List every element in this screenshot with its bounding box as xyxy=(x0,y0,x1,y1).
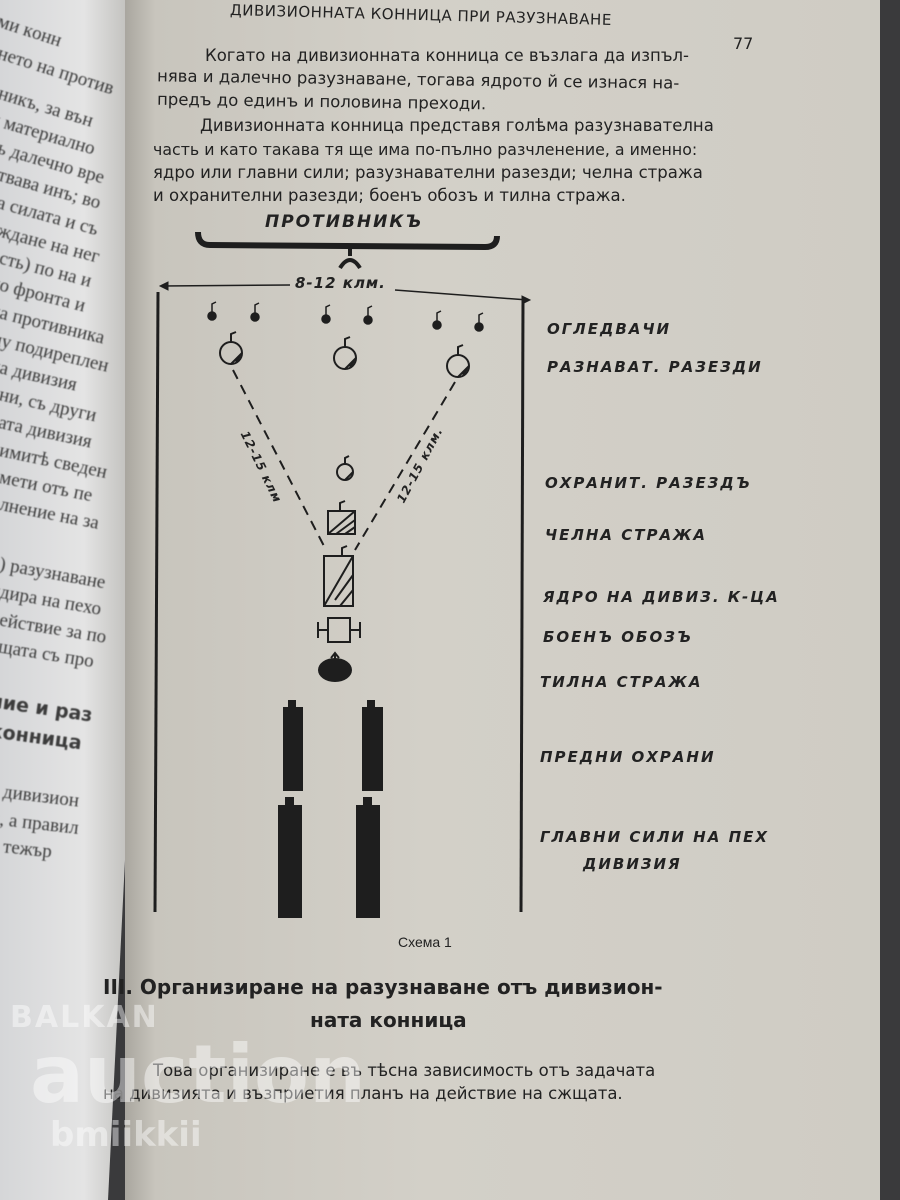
left-page-line: конница xyxy=(0,720,84,755)
advance-guard-column xyxy=(283,707,303,791)
infantry-columns xyxy=(278,700,383,918)
page-number: 77 xyxy=(733,34,754,53)
left-boundary xyxy=(153,291,160,913)
label-advance-guards: ПРЕДНИ ОХРАНИ xyxy=(540,748,716,766)
observer-icon xyxy=(432,310,442,330)
arrow-head-right xyxy=(521,295,532,305)
enemy-label: ПРОТИВНИКЪ xyxy=(265,212,424,232)
paragraph-2-line: часть и като такава тя ще има по-пълно р… xyxy=(153,140,698,159)
left-page xyxy=(0,0,140,1200)
label-security-patrol: ОХРАНИТ. РАЗЕЗДЪ xyxy=(545,474,752,492)
observer-icon xyxy=(474,312,484,332)
paragraph-2-line: Дивизионната конница представя голѣма ра… xyxy=(200,116,714,135)
label-observers: ОГЛЕДВАЧИ xyxy=(547,320,672,338)
label-rear-guard: ТИЛНА СТРАЖА xyxy=(540,673,703,691)
main-body-icon xyxy=(323,545,354,607)
left-page-line: а дивизион xyxy=(0,780,81,812)
section-text-line: на дивизията и възприетия планъ на дейст… xyxy=(103,1084,623,1103)
right-page: ДИВИЗИОННАТА КОННИЦА ПРИ РАЗУЗНАВАНЕ 77 … xyxy=(125,0,880,1200)
section-text-line: Това организиране е въ тѣсна зависимость… xyxy=(153,1061,656,1080)
main-force-column xyxy=(278,805,302,918)
label-main-body: ЯДРО НА ДИВИЗ. К-ЦА xyxy=(543,588,780,606)
right-dashed-route xyxy=(354,381,456,551)
arrow-head-left xyxy=(158,281,169,291)
security-patrol-icon xyxy=(336,455,354,481)
paragraph-1-line: Когато на дивизионната конница се възлаг… xyxy=(205,46,689,65)
enemy-bracket-stand xyxy=(338,247,362,270)
label-division: ДИВИЗИЯ xyxy=(583,855,682,873)
section-heading-continued: ната конница xyxy=(310,1008,467,1032)
patrol-icon xyxy=(446,344,470,378)
main-force-column xyxy=(356,805,380,918)
observer-icon xyxy=(207,301,217,321)
observers xyxy=(207,301,484,332)
advance-guard-column xyxy=(362,707,383,791)
patrol-icon xyxy=(219,331,243,365)
label-main-forces: ГЛАВНИ СИЛИ НА ПЕХ xyxy=(540,828,769,846)
width-arrow-left xyxy=(161,284,291,287)
left-page-line: е тежър xyxy=(0,835,53,863)
enemy-bracket xyxy=(195,231,500,251)
patrol-icon xyxy=(333,336,357,370)
left-page-line: д, а правил xyxy=(0,808,80,839)
paragraph-2-line: и охранителни разезди; боенъ обозъ и тил… xyxy=(153,186,626,205)
width-arrow-right xyxy=(394,289,529,301)
left-dashed-route xyxy=(232,369,326,549)
observer-icon xyxy=(321,304,331,324)
label-vanguard: ЧЕЛНА СТРАЖА xyxy=(545,526,708,544)
rear-guard-icon xyxy=(318,658,352,682)
vanguard-icon xyxy=(327,500,356,535)
right-boundary xyxy=(519,299,525,913)
section-heading: III. Организиране на разузнаване отъ див… xyxy=(103,975,663,999)
scheme-caption: Схема 1 xyxy=(398,934,452,950)
label-baggage-train: БОЕНЪ ОБОЗЪ xyxy=(543,628,693,646)
observer-icon xyxy=(250,302,260,322)
baggage-train-icon xyxy=(317,617,361,643)
left-page-line: ние и раз xyxy=(0,690,94,727)
label-recon-patrols: РАЗНАВАТ. РАЗЕЗДИ xyxy=(547,358,763,376)
width-label: 8-12 клм. xyxy=(295,274,386,292)
observer-icon xyxy=(363,305,373,325)
paragraph-2-line: ядро или главни сили; разузнавателни раз… xyxy=(153,163,703,182)
